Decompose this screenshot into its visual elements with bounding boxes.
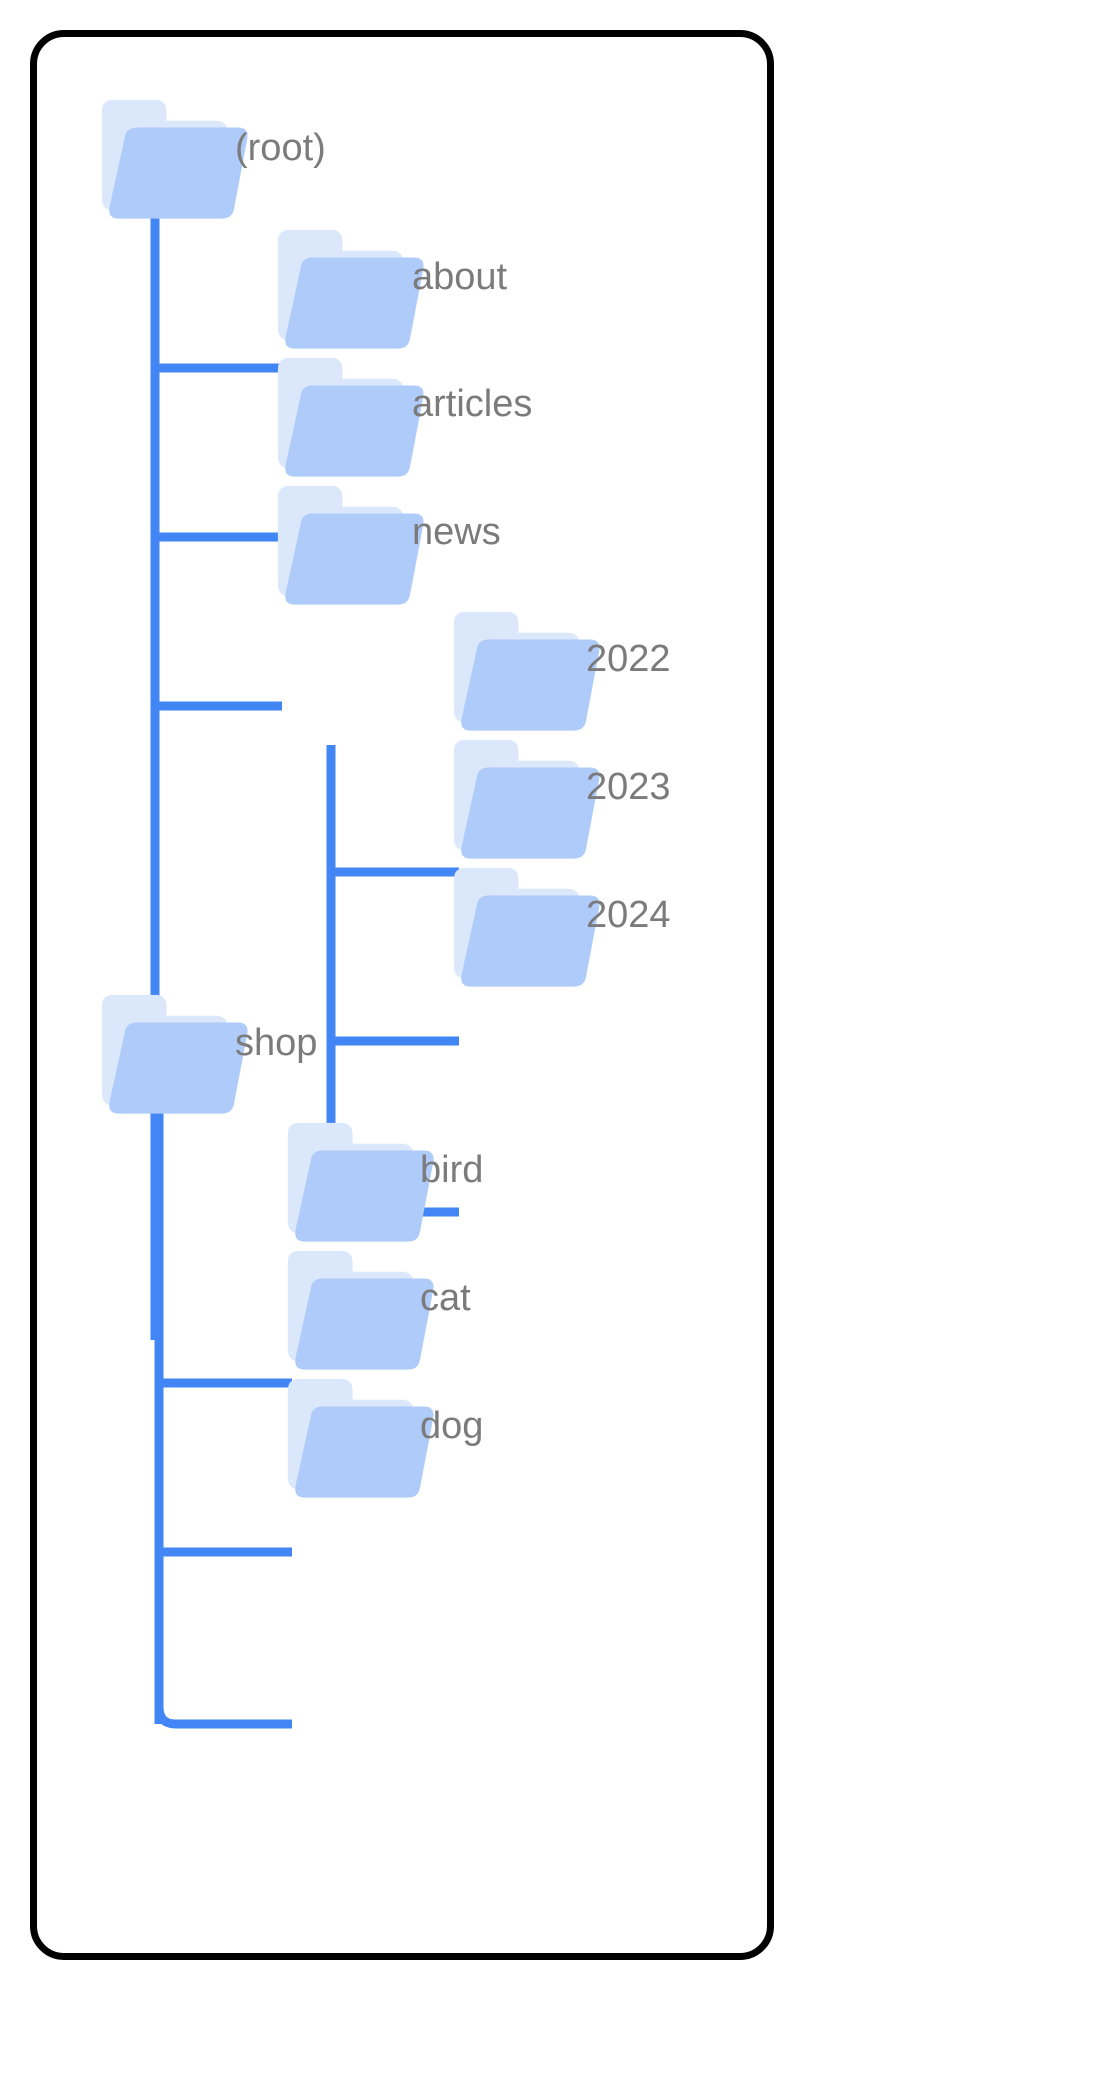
tree-node-shop[interactable]: shop (101, 994, 318, 1114)
folder-icon (287, 1378, 434, 1498)
folder-icon (277, 357, 424, 477)
tree-node-2023[interactable]: 2023 (453, 739, 671, 859)
tree-node-articles[interactable]: articles (277, 357, 532, 477)
folder-icon (277, 229, 424, 349)
folder-icon (453, 867, 600, 987)
folder-icon (453, 739, 600, 859)
connector-shop-dog (154, 1706, 292, 1729)
folder-icon (101, 994, 248, 1114)
folder-icon (453, 611, 600, 731)
tree-node-root[interactable]: (root) (101, 99, 326, 219)
tree-node-label: 2024 (586, 894, 671, 936)
tree-node-label: news (412, 511, 501, 553)
tree-node-label: dog (420, 1405, 483, 1447)
folder-icon (287, 1250, 434, 1370)
tree-node-label: (root) (235, 127, 326, 169)
tree-node-bird[interactable]: bird (287, 1122, 483, 1242)
tree-node-label: cat (420, 1277, 471, 1319)
folder-icon (277, 485, 424, 605)
tree-node-dog[interactable]: dog (287, 1378, 484, 1498)
folder-icon (287, 1122, 434, 1242)
tree-node-label: articles (412, 383, 532, 425)
tree-node-cat[interactable]: cat (287, 1250, 471, 1370)
tree-node-2022[interactable]: 2022 (453, 611, 671, 731)
tree-node-label: 2022 (586, 638, 671, 680)
folder-icon (101, 99, 248, 219)
tree-node-2024[interactable]: 2024 (453, 867, 671, 987)
tree-node-label: shop (235, 1022, 317, 1064)
connector-lines (150, 178, 459, 1729)
tree-node-label: 2023 (586, 766, 671, 808)
tree-node-label: bird (420, 1149, 483, 1191)
tree-node-label: about (412, 256, 508, 298)
tree-node-news[interactable]: news (277, 485, 501, 605)
tree-node-about[interactable]: about (277, 229, 508, 349)
